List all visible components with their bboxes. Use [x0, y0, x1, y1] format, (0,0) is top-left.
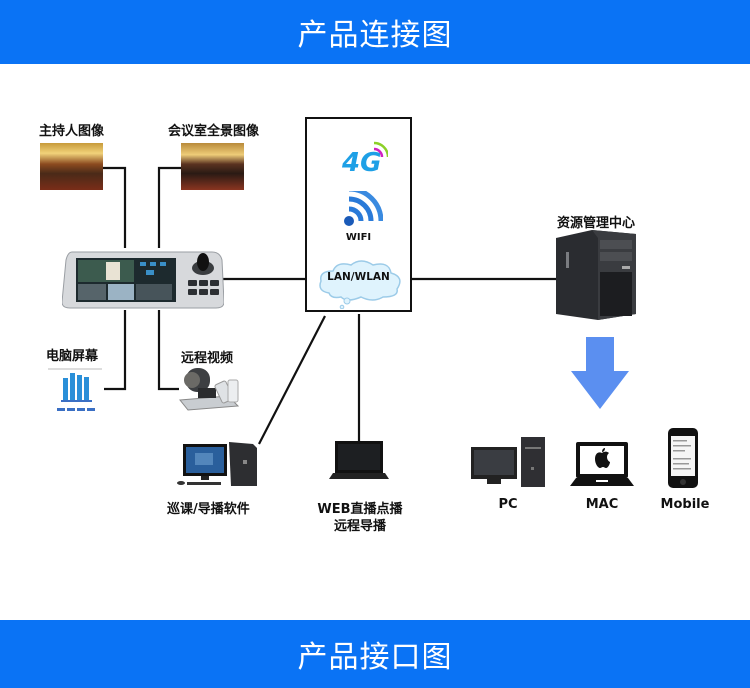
svg-text:4G: 4G: [341, 148, 381, 177]
control-keyboard-icon: [61, 251, 225, 309]
network-hub: 4G 4G WIFI LAN/WLAN: [305, 117, 412, 312]
wire-room-image: [157, 166, 181, 248]
conference-room-photo-icon: [181, 143, 244, 190]
lan-label: LAN/WLAN: [327, 271, 390, 283]
laptop-icon: [329, 441, 389, 479]
down-arrow-icon: [571, 337, 629, 409]
pc-screen-label: 电脑屏幕: [46, 349, 99, 364]
header-banner: 产品连接图: [0, 0, 750, 64]
wire-host-image: [103, 166, 127, 248]
client-mobile-label: Mobile: [660, 497, 710, 512]
wifi-icon: [343, 186, 384, 231]
patrol-software: [173, 440, 259, 488]
conference-photo-icon: [40, 143, 103, 190]
pc-icon: [471, 437, 545, 487]
room-image-label: 会议室全景图像: [168, 124, 260, 139]
control-keyboard: [61, 246, 225, 314]
remote-video-label: 远程视频: [181, 351, 234, 366]
mac-laptop-icon: [570, 442, 634, 486]
4g-signal-icon: 4G: [340, 139, 390, 181]
patrol-software-label: 巡课/导播软件: [167, 502, 250, 517]
web-broadcast-label-1: WEB直播点播: [317, 502, 403, 517]
wire-remote-video: [157, 310, 179, 391]
header-title: 产品连接图: [297, 18, 453, 53]
host-image-label: 主持人图像: [39, 124, 105, 139]
client-mac: [570, 442, 634, 486]
wire-hub-software: [258, 315, 326, 445]
resource-center-label: 资源管理中心: [557, 216, 636, 231]
wifi-label: WIFI: [345, 232, 372, 243]
footer-banner: 产品接口图: [0, 620, 750, 688]
remote-video: [178, 366, 240, 412]
cloud-icon: [317, 257, 403, 313]
desktop-computer-icon: [177, 442, 257, 486]
server-tower-icon: [556, 230, 636, 320]
mobile-phone-icon: [668, 428, 698, 488]
footer-title: 产品接口图: [297, 640, 453, 675]
wire-pc-screen: [103, 310, 127, 391]
video-conference-camera-icon: [179, 368, 240, 411]
bar-chart-screen-icon: [46, 366, 104, 418]
client-mac-label: MAC: [585, 497, 619, 512]
client-pc-label: PC: [498, 497, 518, 512]
web-broadcast: [329, 441, 389, 481]
web-broadcast-label-2: 远程导播: [333, 519, 386, 534]
pc-screen: [46, 366, 104, 418]
client-pc: [471, 437, 546, 489]
client-mobile: [668, 428, 698, 488]
resource-center: [556, 230, 636, 320]
